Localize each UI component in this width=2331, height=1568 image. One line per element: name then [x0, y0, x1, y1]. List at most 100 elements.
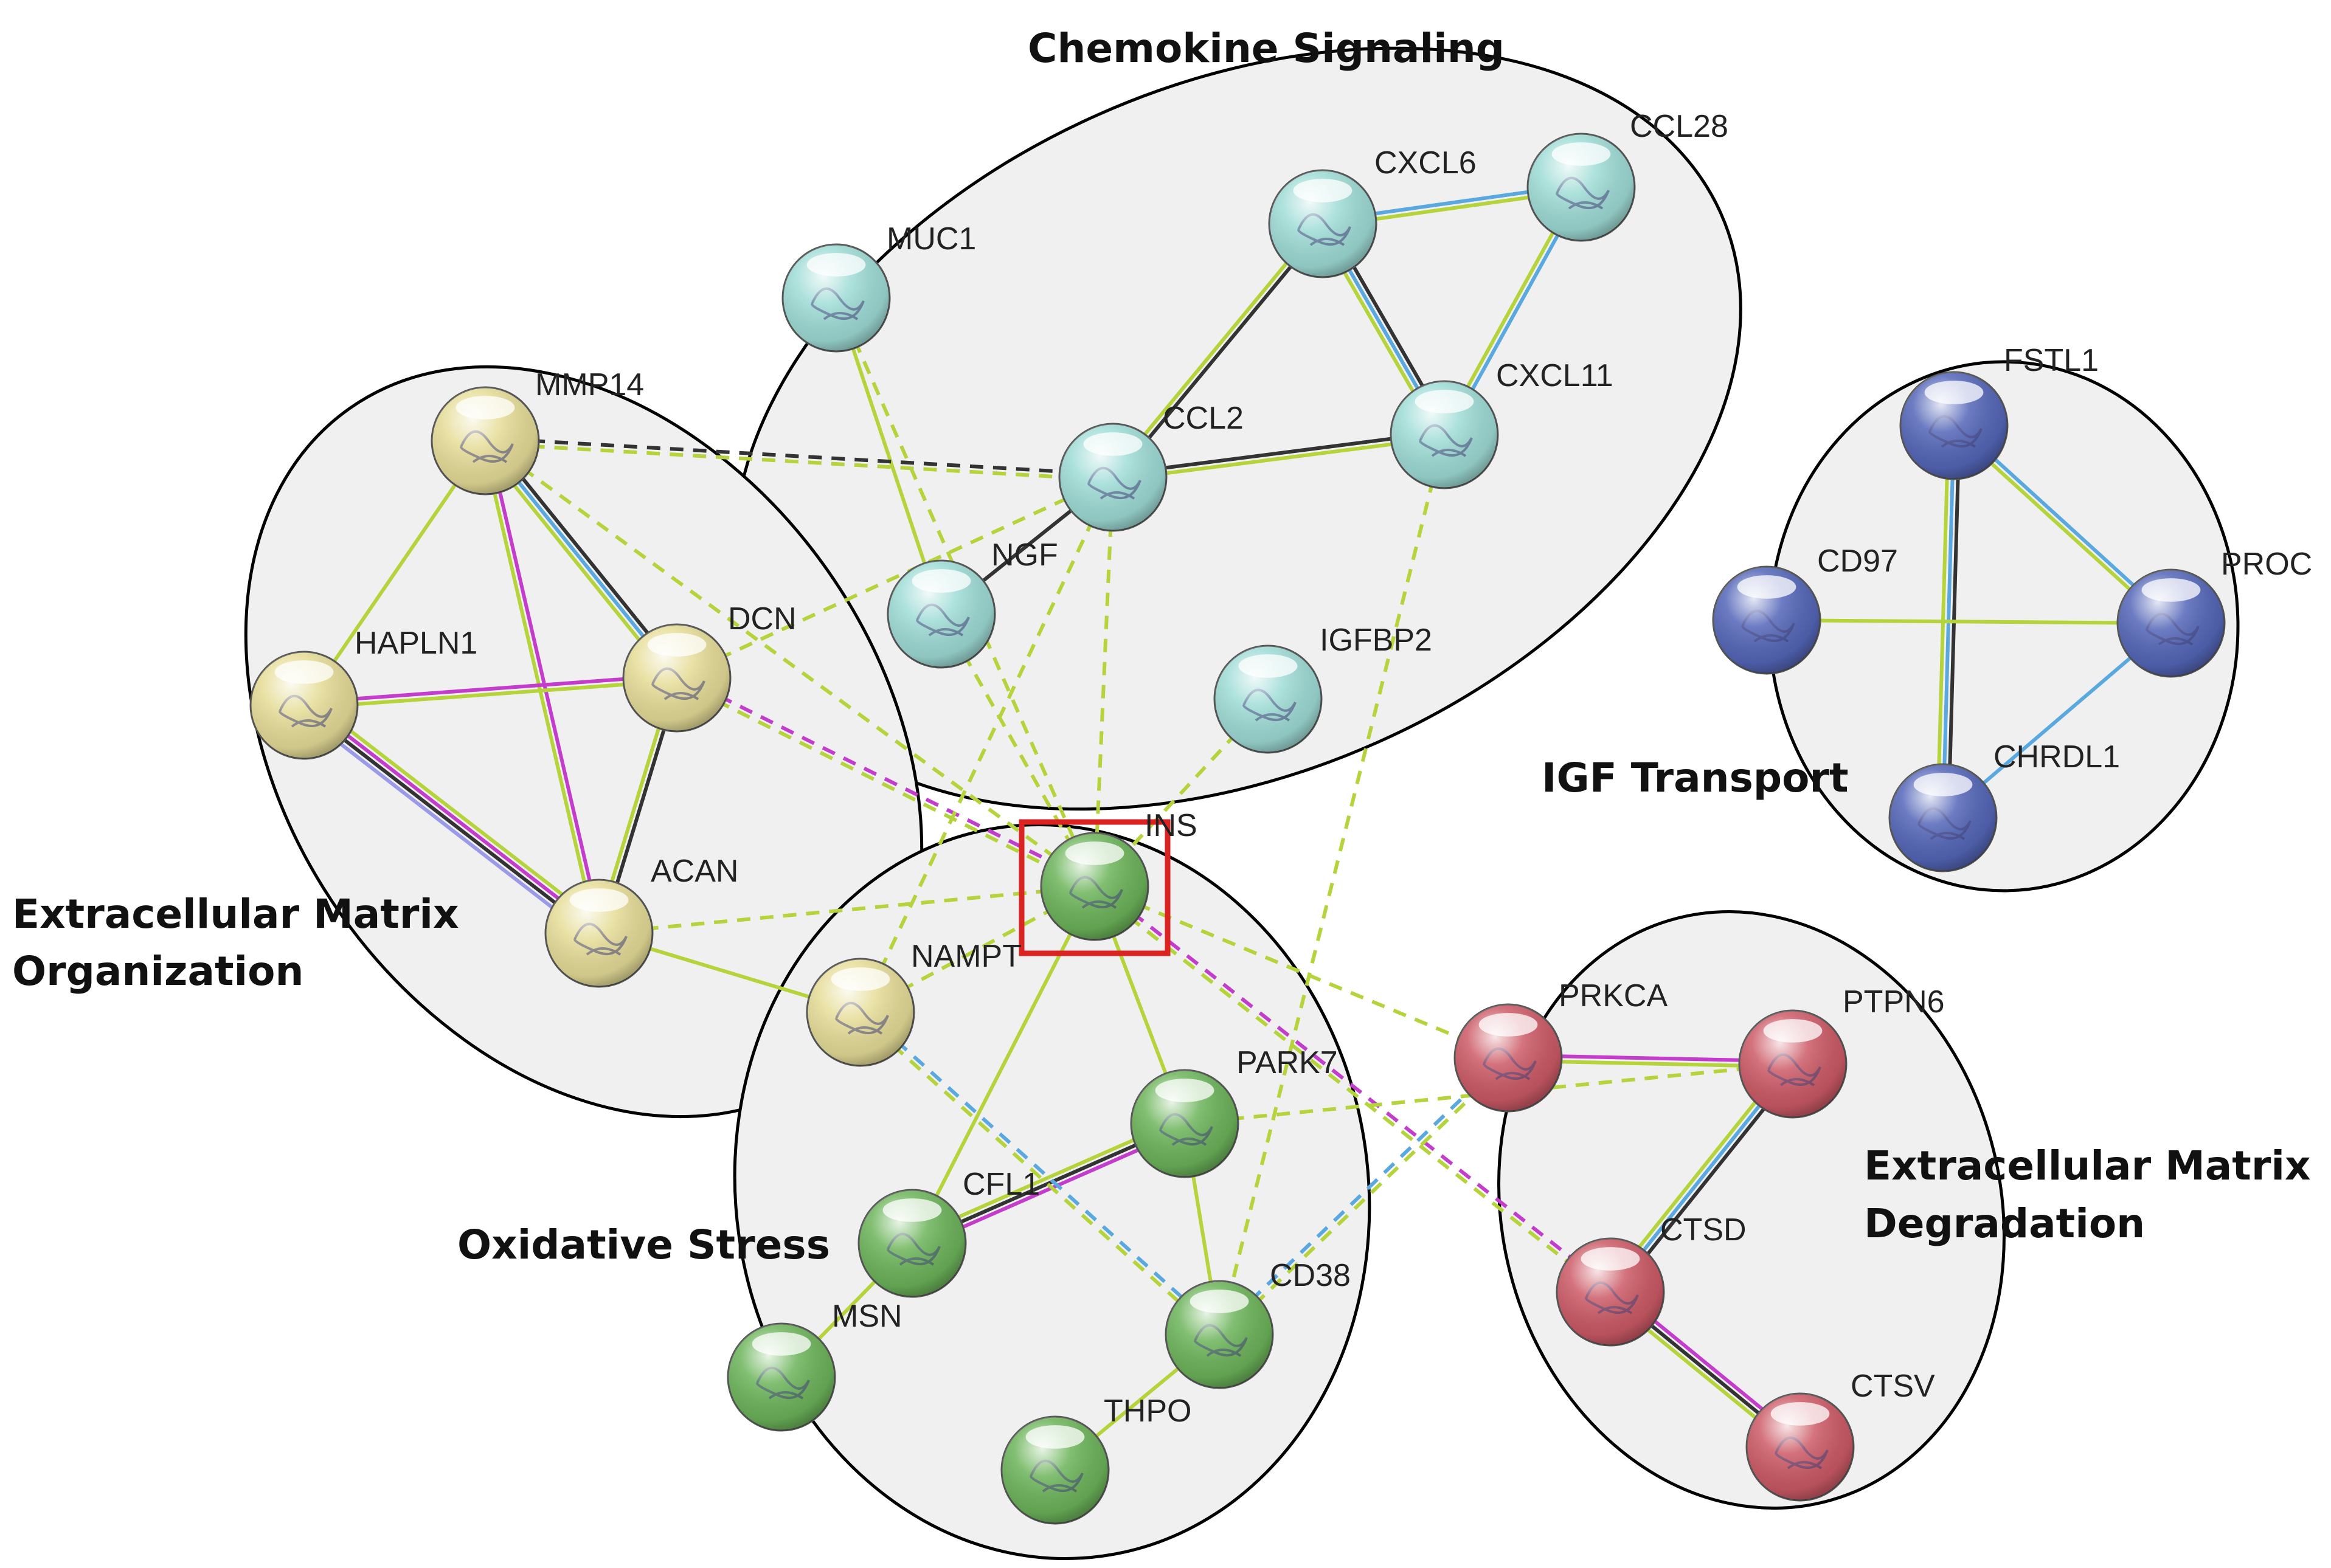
edge-line-experimental — [1095, 883, 1613, 1291]
node-label-msn: MSN — [832, 1299, 902, 1334]
node-cxcl11[interactable]: CXCL11 — [1390, 358, 1613, 489]
node-gloss — [1238, 654, 1298, 678]
edge-line-database — [861, 1009, 1223, 1334]
highlight-box — [1019, 819, 1171, 956]
node-dcn[interactable]: DCN — [622, 601, 797, 733]
node-sphere-shading — [728, 1324, 835, 1431]
node-ccl2[interactable]: CCL2 — [1058, 401, 1244, 532]
node-label-proc: PROC — [2221, 547, 2312, 582]
edge-line-textmining — [480, 441, 598, 934]
edge-line-textmining — [1092, 887, 1610, 1296]
node-gloss — [1025, 1425, 1085, 1449]
node-gloss — [2141, 578, 2201, 602]
node-label-cd38: CD38 — [1270, 1258, 1351, 1293]
edge-hapln1-acan — [297, 697, 606, 942]
edge-cd38-prkca — [1216, 1054, 1512, 1338]
edge-hapln1-dcn — [303, 673, 677, 710]
node-muc1[interactable]: MUC1 — [781, 221, 976, 353]
node-cfl1[interactable]: CFL1 — [857, 1167, 1040, 1298]
edge-line-homology — [297, 710, 595, 942]
edge-line-coexpression — [485, 436, 1114, 477]
node-gloss — [1913, 773, 1973, 796]
node-nampt[interactable]: NAMPT — [806, 939, 1022, 1067]
node-cxcl6[interactable]: CXCL6 — [1268, 145, 1477, 278]
node-gloss — [1763, 1019, 1823, 1043]
edge-cd97-proc — [1766, 618, 2172, 625]
node-msn[interactable]: MSN — [727, 1299, 902, 1432]
node-sphere-shading — [1131, 1070, 1238, 1177]
node-sphere-shading — [1002, 1417, 1109, 1524]
edge-nampt-cd38 — [857, 1009, 1223, 1338]
cluster-label-ecm-deg-line2: Degradation — [1864, 1200, 2145, 1247]
edge-cxcl6-ccl2 — [1109, 221, 1326, 480]
node-mmp14[interactable]: MMP14 — [431, 367, 644, 496]
node-gloss — [1190, 1290, 1249, 1313]
node-thpo[interactable]: THPO — [1000, 1394, 1191, 1525]
edge-line-textmining — [304, 679, 677, 710]
node-park7[interactable]: PARK7 — [1130, 1045, 1338, 1178]
node-gloss — [1065, 841, 1124, 865]
node-hapln1[interactable]: HAPLN1 — [249, 626, 477, 760]
node-chrdl1[interactable]: CHRDL1 — [1888, 739, 2120, 872]
edge-dcn-ccl2 — [676, 475, 1114, 680]
node-cd38[interactable]: CD38 — [1165, 1258, 1351, 1389]
edge-muc1-ngf — [834, 297, 943, 615]
node-label-ctsv: CTSV — [1851, 1369, 1935, 1404]
node-sphere-shading — [1059, 424, 1166, 531]
node-ins[interactable]: INS — [1040, 808, 1197, 941]
node-gloss — [1083, 432, 1143, 456]
node-sphere-shading — [1041, 833, 1148, 940]
edge-line-textmining — [674, 679, 1095, 891]
node-sphere-shading — [1747, 1394, 1854, 1501]
node-gloss — [1551, 142, 1611, 166]
node-gloss — [274, 660, 334, 684]
node-sphere-shading — [1166, 1281, 1273, 1388]
edge-line-database — [1216, 1054, 1508, 1334]
edge-line-textmining — [834, 297, 1096, 888]
node-cd97[interactable]: CD97 — [1712, 544, 1898, 675]
node-gloss — [1293, 179, 1353, 202]
cluster-labels: Chemokine Signaling Extracellular Matrix… — [12, 25, 2311, 1268]
node-label-ctsd: CTSD — [1660, 1212, 1747, 1248]
node-ctsv[interactable]: CTSV — [1745, 1369, 1935, 1502]
node-gloss — [1924, 381, 1984, 404]
node-ctsd[interactable]: CTSD — [1556, 1212, 1747, 1347]
edge-line-textmining — [1766, 618, 2172, 625]
edge-line-textmining — [485, 441, 1113, 482]
cluster-ecm-deg-region — [1497, 910, 2006, 1510]
node-sphere-shading — [888, 561, 995, 668]
node-label-thpo: THPO — [1104, 1394, 1191, 1429]
node-gloss — [831, 967, 890, 991]
node-label-prkca: PRKCA — [1559, 978, 1668, 1014]
edge-line-textmining — [1093, 885, 1509, 1060]
node-ngf[interactable]: NGF — [887, 537, 1058, 669]
node-acan[interactable]: ACAN — [544, 854, 738, 988]
node-sphere-shading — [1889, 764, 1997, 871]
node-proc[interactable]: PROC — [2116, 547, 2312, 678]
node-sphere-shading — [1214, 646, 1321, 753]
node-igfbp2[interactable]: IGFBP2 — [1213, 623, 1432, 754]
node-prkca[interactable]: PRKCA — [1453, 978, 1668, 1113]
node-label-chrdl1: CHRDL1 — [1993, 739, 2120, 775]
node-label-cfl1: CFL1 — [963, 1167, 1040, 1202]
node-sphere-shading — [1391, 381, 1498, 488]
edge-line-textmining — [1217, 434, 1446, 1335]
node-label-nampt: NAMPT — [911, 939, 1022, 974]
edge-ccl2-cxcl11 — [1112, 430, 1445, 482]
node-label-ptpn6: PTPN6 — [1843, 984, 1945, 1020]
node-gloss — [1155, 1079, 1214, 1102]
edge-line-textmining — [1109, 221, 1322, 477]
cluster-label-chemokine: Chemokine Signaling — [1028, 25, 1505, 72]
node-gloss — [1581, 1247, 1640, 1271]
node-fstl1[interactable]: FSTL1 — [1899, 343, 2099, 480]
node-ccl28[interactable]: CCL28 — [1526, 109, 1728, 242]
edge-cxcl11-cd38 — [1217, 434, 1446, 1335]
node-ptpn6[interactable]: PTPN6 — [1738, 984, 1945, 1119]
node-sphere-shading — [546, 880, 653, 987]
edge-ins-ctsd — [1092, 883, 1613, 1296]
node-gloss — [806, 253, 866, 277]
edge-line-textmining — [859, 476, 1115, 1014]
node-sphere-shading — [1713, 567, 1820, 674]
